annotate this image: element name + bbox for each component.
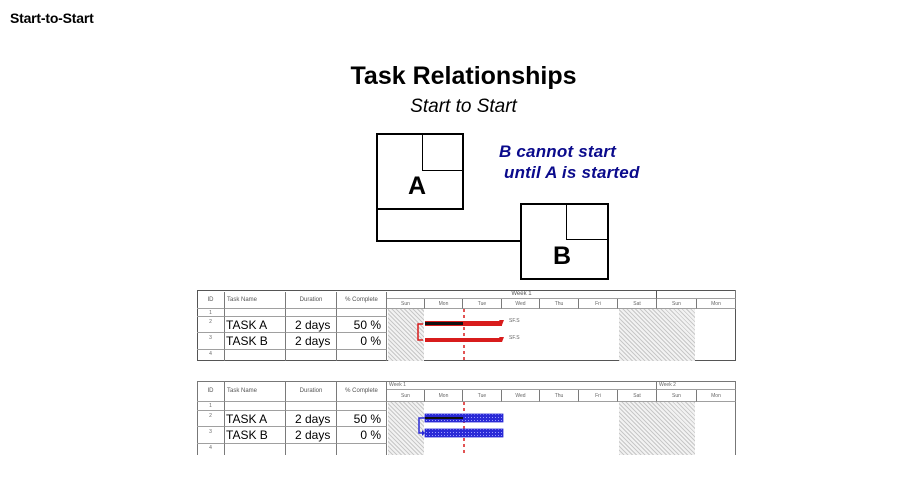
gantt-top-bars <box>417 309 504 361</box>
task-a-progress <box>425 322 463 325</box>
day-header: Sat <box>618 299 657 309</box>
task-name-cell <box>225 444 286 455</box>
task-b-bar-label: SF.S <box>509 335 520 341</box>
task-a-bar <box>425 321 502 326</box>
day-header: Fri <box>579 299 618 309</box>
col-name-header: Task Name <box>225 381 286 402</box>
week-1-header: Week 1 <box>387 290 657 299</box>
complete-cell <box>337 309 387 317</box>
day-header: Sun <box>387 390 425 402</box>
diagram-title: Task Relationships <box>350 62 577 90</box>
day-header: Wed <box>502 390 540 402</box>
gantt-bottom: ID Task Name Duration % Complete Week 1 … <box>197 381 737 455</box>
row-id: 4 <box>197 444 225 455</box>
task-name-cell <box>225 350 286 361</box>
dependency-link <box>418 417 425 434</box>
day-header: Mon <box>697 390 736 402</box>
day-header: Tue <box>463 299 502 309</box>
duration-cell: 2 days <box>286 333 337 350</box>
task-name-cell <box>225 309 286 317</box>
complete-cell: 50 % <box>337 317 387 333</box>
complete-cell: 0 % <box>337 427 387 444</box>
col-complete-header: % Complete <box>337 381 387 402</box>
duration-cell <box>286 309 337 317</box>
gantt-bottom-bars <box>418 402 504 455</box>
weekend-shade <box>619 402 695 455</box>
row-id: 1 <box>197 309 225 317</box>
col-id-header: ID <box>197 381 225 402</box>
gantt-top-frame <box>197 290 736 361</box>
day-header: Sat <box>618 390 657 402</box>
complete-cell <box>337 350 387 361</box>
day-header: Sun <box>387 299 425 309</box>
complete-cell: 0 % <box>337 333 387 350</box>
task-name-cell: TASK B <box>225 427 286 444</box>
col-duration-header: Duration <box>286 292 337 309</box>
gantt-bottom-frame <box>197 381 736 455</box>
task-b-bar <box>425 338 502 342</box>
gantt-top: ID Task Name Duration % Complete Week 1 … <box>197 290 737 362</box>
day-header: Mon <box>425 299 463 309</box>
row-id: 3 <box>197 427 225 444</box>
duration-cell <box>286 444 337 455</box>
duration-cell <box>286 402 337 411</box>
day-header: Thu <box>540 299 579 309</box>
task-a-box: A <box>376 133 464 210</box>
week-2-header-blank <box>657 290 736 299</box>
day-header: Thu <box>540 390 579 402</box>
day-header: Tue <box>463 390 502 402</box>
task-b-bar-end <box>499 337 504 342</box>
complete-cell: 50 % <box>337 411 387 427</box>
row-id: 2 <box>197 317 225 333</box>
diagram-subtitle: Start to Start <box>410 96 517 117</box>
task-b-box: B <box>520 203 609 280</box>
col-duration-header: Duration <box>286 381 337 402</box>
weekend-shade <box>388 402 424 455</box>
note-line-2: until A is started <box>504 163 640 182</box>
task-a-bar-label: SF.S <box>509 318 520 324</box>
duration-cell: 2 days <box>286 317 337 333</box>
page-heading: Start-to-Start <box>10 10 94 26</box>
task-a-progress <box>425 417 463 419</box>
row-id: 3 <box>197 333 225 350</box>
relationship-note: B cannot start until A is started <box>499 141 640 183</box>
col-id-header: ID <box>197 292 225 309</box>
task-a-inner-box <box>422 135 462 171</box>
task-name-cell: TASK B <box>225 333 286 350</box>
day-header: Sun <box>657 299 697 309</box>
day-header: Sun <box>657 390 697 402</box>
task-a-bar-end <box>499 320 504 325</box>
col-complete-header: % Complete <box>337 292 387 309</box>
weekend-shade <box>619 309 695 361</box>
task-a-label: A <box>408 172 427 200</box>
week-2-header: Week 2 <box>657 381 736 390</box>
row-id: 4 <box>197 350 225 361</box>
dependency-arrowhead <box>422 430 425 436</box>
complete-cell <box>337 444 387 455</box>
week-1-header: Week 1 <box>387 381 657 390</box>
day-header: Mon <box>425 390 463 402</box>
task-b-inner-box <box>566 205 607 240</box>
col-name-header: Task Name <box>225 292 286 309</box>
day-header: Mon <box>697 299 736 309</box>
duration-cell: 2 days <box>286 411 337 427</box>
task-name-cell: TASK A <box>225 317 286 333</box>
task-b-label: B <box>553 242 572 270</box>
dependency-link <box>417 323 423 341</box>
complete-cell <box>337 402 387 411</box>
start-to-start-connector <box>376 207 526 245</box>
task-b-bar <box>424 428 504 438</box>
duration-cell: 2 days <box>286 427 337 444</box>
day-header: Wed <box>502 299 540 309</box>
row-id: 1 <box>197 402 225 411</box>
task-name-cell: TASK A <box>225 411 286 427</box>
task-name-cell <box>225 402 286 411</box>
duration-cell <box>286 350 337 361</box>
row-id: 2 <box>197 411 225 427</box>
note-line-1: B cannot start <box>499 142 617 161</box>
day-header: Fri <box>579 390 618 402</box>
